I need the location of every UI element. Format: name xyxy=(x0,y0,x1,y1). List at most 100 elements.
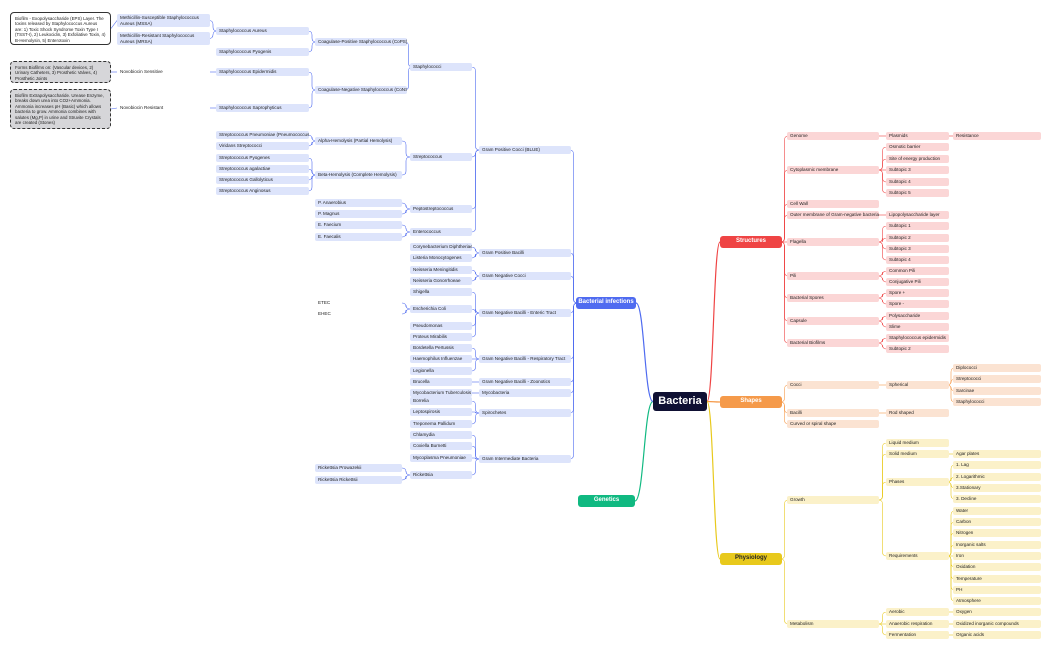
node-i-ssaprophyticus[interactable]: Staphylococcus Saprophyticus xyxy=(216,104,309,112)
node-s-genome[interactable]: Genome xyxy=(787,132,879,140)
node-i-treponema[interactable]: Treponema Pallidum xyxy=(410,420,472,428)
node-s-pili[interactable]: Pili xyxy=(787,272,879,280)
node-s-conj-pili[interactable]: Conjugative Pili xyxy=(886,278,949,286)
node-p-metabolism[interactable]: Metabolism xyxy=(787,620,879,628)
node-p-growth[interactable]: Growth xyxy=(787,496,879,504)
node-s-energy[interactable]: Site of energy production xyxy=(886,155,949,163)
node-s-outer[interactable]: Outer membrane of Gram-negative bacteria xyxy=(787,211,879,219)
node-i-bordetella[interactable]: Bordetella Pertussis xyxy=(410,344,472,352)
node-i-pseudomonas[interactable]: Pseudomonas xyxy=(410,322,472,330)
node-sh-sarcinae[interactable]: Sarcinae xyxy=(953,387,1041,395)
node-i-brucella[interactable]: Brucella xyxy=(410,378,472,386)
node-i-beta[interactable]: Beta-Hemolysis (Complete Hemolysis) xyxy=(315,171,402,179)
node-i-sagalactiae[interactable]: Streptococcus agalactiae xyxy=(216,165,309,173)
node-i-spneumoniae[interactable]: Streptococcus Pneumoniae (Pneumococcus) xyxy=(216,131,309,139)
node-i-spyogenis[interactable]: Staphylococcus Pyogenis xyxy=(216,48,309,56)
node-p-log[interactable]: 2. Logarithmic xyxy=(953,473,1041,481)
node-i-legionella[interactable]: Legionella xyxy=(410,367,472,375)
node-p-atmosphere[interactable]: Atmosphere xyxy=(953,597,1041,605)
node-i-mrsa[interactable]: Methicillin-Resistant Staphylococcus Aur… xyxy=(117,32,210,45)
node-i-corynebacterium[interactable]: Corynebacterium Diphtheriae xyxy=(410,243,472,251)
node-s-slime[interactable]: Slime xyxy=(886,323,949,331)
node-p-inorganic[interactable]: Inorganic salts xyxy=(953,541,1041,549)
node-s-sporeminus[interactable]: Spore - xyxy=(886,300,949,308)
node-i-streptococcus[interactable]: Streptococcus xyxy=(410,153,472,161)
node-i-gpc[interactable]: Gram Positive Cocci (BLUE) xyxy=(479,146,571,154)
node-i-ehec[interactable]: EHEC xyxy=(318,311,331,317)
node-p-requirements[interactable]: Requirements xyxy=(886,552,949,560)
node-i-gnc[interactable]: Gram Negative Cocci xyxy=(479,272,571,280)
node-sh-cocci[interactable]: Cocci xyxy=(787,381,879,389)
node-p-carbon[interactable]: Carbon xyxy=(953,518,1041,526)
node-sh-diplococci[interactable]: Diplococci xyxy=(953,364,1041,372)
node-b-physiology[interactable]: Physiology xyxy=(720,553,782,565)
node-i-efaecalis[interactable]: E. Faecalis xyxy=(315,233,402,241)
node-i-ngonorrhoeae[interactable]: Neisseria Gonorrhoeae xyxy=(410,277,472,285)
node-i-proteus[interactable]: Proteus Mirabilis xyxy=(410,333,472,341)
node-p-ph[interactable]: PH xyxy=(953,586,1041,594)
node-p-nitrogen[interactable]: Nitrogen xyxy=(953,529,1041,537)
node-s-sub3a[interactable]: Subtopic 3 xyxy=(886,166,949,174)
node-p-lag[interactable]: 1. Lag xyxy=(953,461,1041,469)
node-sh-rod[interactable]: Rod shaped xyxy=(886,409,949,417)
node-i-efaecium[interactable]: E. Faecium xyxy=(315,221,402,229)
node-i-nov-sens[interactable]: Novobiocin Sensitive xyxy=(120,69,163,75)
node-p-solid[interactable]: Solid medium xyxy=(886,450,949,458)
node-i-mssa[interactable]: Methicillin-Susceptible Staphylococcus A… xyxy=(117,14,210,27)
node-p-organic[interactable]: Organic acids xyxy=(953,631,1041,639)
node-sh-spherical[interactable]: Spherical xyxy=(886,381,949,389)
note-biofilm-expolysaccharide[interactable]: Biofilm Extrapolysaccharide. Urease Enzy… xyxy=(10,89,111,129)
node-s-sporeplus[interactable]: Spore + xyxy=(886,289,949,297)
node-i-gpb[interactable]: Gram Positive Bacilli xyxy=(479,249,571,257)
node-i-mycoplasma[interactable]: Mycoplasma Pneumoniae xyxy=(410,454,472,462)
node-p-oxidation[interactable]: Oxidation xyxy=(953,563,1041,571)
node-s-sub4a[interactable]: Subtopic 4 xyxy=(886,178,949,186)
node-b-infections[interactable]: Bacterial infections xyxy=(576,297,636,309)
node-s-sub3b[interactable]: Subtopic 3 xyxy=(886,245,949,253)
node-s-resistance[interactable]: Resistance xyxy=(953,132,1041,140)
node-p-liquid[interactable]: Liquid medium xyxy=(886,439,949,447)
node-i-viridans[interactable]: Viridans Streptococci xyxy=(216,142,309,150)
node-p-decline[interactable]: 3. Decline xyxy=(953,495,1041,503)
node-s-sub1b[interactable]: Subtopic 1 xyxy=(886,222,949,230)
node-sh-streptococci[interactable]: Streptococci xyxy=(953,375,1041,383)
node-i-mycobacteria[interactable]: Mycobacteria xyxy=(479,389,571,397)
node-i-listeria[interactable]: Listeria Monocytogenes xyxy=(410,254,472,262)
node-i-ecoli[interactable]: Escherichia Coli xyxy=(410,305,472,313)
node-sh-curved[interactable]: Curved or spiral shape xyxy=(787,420,879,428)
node-p-fermentation[interactable]: Fermentation xyxy=(886,631,949,639)
node-i-sanginosus[interactable]: Streptococcus Anginosus xyxy=(216,187,309,195)
node-i-spirochetes[interactable]: Spirochetes xyxy=(479,409,571,417)
node-s-capsule[interactable]: Capsule xyxy=(787,317,879,325)
node-p-oxygen[interactable]: Oxygen xyxy=(953,608,1041,616)
node-i-rrickettsii[interactable]: Rickettsia Rickettsii xyxy=(315,476,402,484)
node-p-oxidized[interactable]: Oxidized inorganic compounds xyxy=(953,620,1041,628)
node-i-staphylococci[interactable]: Staphylococci xyxy=(410,63,472,71)
node-i-nov-res[interactable]: Novobiocin Resistant xyxy=(120,105,164,111)
node-s-staph-epi[interactable]: Staphylococcus epidermidis xyxy=(886,334,949,342)
node-b-shapes[interactable]: Shapes xyxy=(720,396,782,408)
node-i-gnb-enteric[interactable]: Gram Negative Bacilli - Enteric Tract xyxy=(479,309,571,317)
node-s-spores[interactable]: Bacterial Spores xyxy=(787,294,879,302)
note-biofilm-eps[interactable]: Biofilm - Exopolysaccharide (EPS) Layer.… xyxy=(10,12,111,45)
node-s-lps[interactable]: Lipopolysaccharide layer xyxy=(886,211,949,219)
node-i-panaerobius[interactable]: P. Anaerobius xyxy=(315,199,402,207)
node-i-nmeningitidis[interactable]: Neisseria Meningitidis xyxy=(410,266,472,274)
node-sh-staphylococci[interactable]: Staphylococci xyxy=(953,398,1041,406)
node-s-sub2c[interactable]: Subtopic 2 xyxy=(886,345,949,353)
node-s-cytoplasmic[interactable]: Cytoplasmic membrane xyxy=(787,166,879,174)
node-s-cellwall[interactable]: Cell Wall xyxy=(787,200,879,208)
node-s-plasmids[interactable]: Plasmids xyxy=(886,132,949,140)
node-b-genetics[interactable]: Genetics xyxy=(578,495,635,507)
node-p-anaerobic[interactable]: Anaerobic respiration xyxy=(886,620,949,628)
node-i-alpha[interactable]: Alpha-Hemolysis (Partial Hemolysis) xyxy=(315,137,402,145)
note-forms-biofilms[interactable]: Forms Biofilms on: (Vascular devices, 2)… xyxy=(10,61,111,83)
node-i-chlamydia[interactable]: Chlamydia xyxy=(410,431,472,439)
node-b-structures[interactable]: Structures xyxy=(720,236,782,248)
node-p-stationary[interactable]: 3.Stationary xyxy=(953,484,1041,492)
node-s-sub4b[interactable]: Subtopic 4 xyxy=(886,256,949,264)
node-p-phases[interactable]: Phases xyxy=(886,478,949,486)
node-i-mtuberculosis[interactable]: Mycobacterium Tuberculosis xyxy=(410,389,472,397)
node-i-cons[interactable]: Coagulase-Negative Staphylococcus (CoNS) xyxy=(315,86,407,94)
node-i-pmagnus[interactable]: P. Magnus xyxy=(315,210,402,218)
